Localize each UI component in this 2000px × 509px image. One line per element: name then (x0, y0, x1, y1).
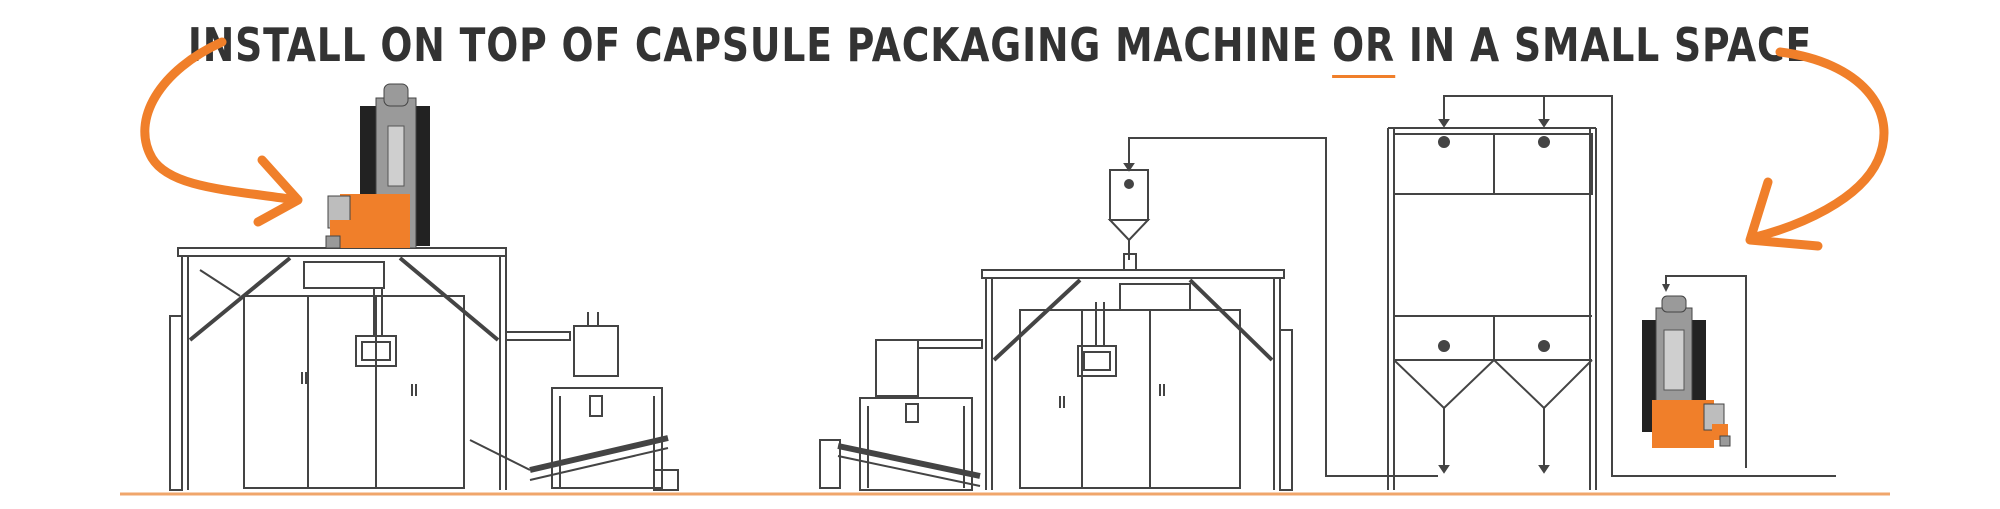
capsule-machine-left (169, 247, 679, 491)
arrow-right-icon (1747, 47, 1889, 243)
headline-emphasis-underline (1332, 75, 1395, 78)
silo-structure (1387, 95, 1836, 490)
headline-emphasis-text: OR (1332, 18, 1395, 72)
headline-emphasis: OR (1332, 18, 1395, 78)
mounted-unit-left (325, 83, 430, 249)
arrow-right-head-icon (1745, 177, 1823, 251)
arrow-left-head-icon (253, 155, 303, 227)
headline-text-after: IN A SMALL SPACE (1394, 18, 1813, 72)
capsule-machine-middle (819, 137, 1438, 491)
headline-text-before: INSTALL ON TOP OF CAPSULE PACKAGING MACH… (187, 18, 1333, 72)
headline: INSTALL ON TOP OF CAPSULE PACKAGING MACH… (180, 18, 1820, 78)
arrow-left-icon (140, 37, 301, 205)
standalone-unit-right (1642, 275, 1747, 468)
